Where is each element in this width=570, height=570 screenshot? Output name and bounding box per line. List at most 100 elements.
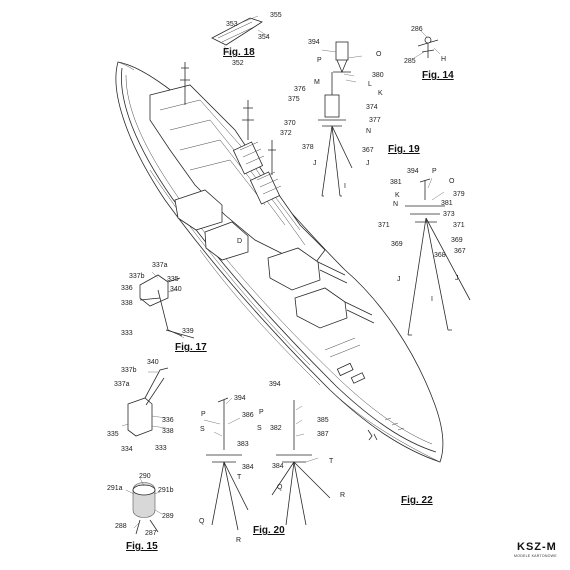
part-label: 380	[372, 72, 384, 79]
part-label: L	[368, 81, 372, 88]
fig18-caption: Fig. 18	[223, 47, 255, 58]
fig20-mast-left	[203, 397, 249, 531]
part-label: 333	[155, 445, 167, 452]
part-label: J	[313, 160, 317, 167]
fig19-caption: Fig. 19	[388, 144, 420, 155]
part-label: 340	[147, 359, 159, 366]
part-label: P	[317, 57, 322, 64]
part-label: 354	[258, 34, 270, 41]
part-label: P	[201, 411, 206, 418]
part-label: 371	[378, 222, 390, 229]
part-label: I	[431, 296, 433, 303]
part-label: 376	[294, 86, 306, 93]
part-label: 375	[288, 96, 300, 103]
part-label: 387	[317, 431, 329, 438]
part-label: N	[393, 201, 399, 208]
part-label: 337b	[129, 273, 145, 280]
part-label: O	[376, 51, 382, 58]
part-label: K	[395, 192, 400, 199]
part-label: 369	[391, 241, 403, 248]
part-label: 394	[407, 168, 419, 175]
part-label: 337b	[121, 367, 137, 374]
part-label: 338	[121, 300, 133, 307]
part-label: 334	[121, 446, 133, 453]
part-label: 353	[226, 21, 238, 28]
fig15-caption: Fig. 15	[126, 541, 158, 552]
part-label: 371	[453, 222, 465, 229]
part-label: J	[397, 276, 401, 283]
part-label: 337a	[152, 262, 168, 269]
part-label: 385	[317, 417, 329, 424]
part-label: 374	[366, 104, 378, 111]
part-label: 368	[434, 252, 446, 259]
part-label: 369	[451, 237, 463, 244]
part-label: 291a	[107, 485, 123, 492]
part-label: 381	[390, 179, 402, 186]
part-label: 336	[121, 285, 133, 292]
part-label: S	[200, 426, 205, 433]
brand-logo: KSZ-M	[517, 541, 557, 553]
part-label: 381	[441, 200, 453, 207]
part-label: Q	[277, 484, 283, 491]
fig19-mast-lower	[405, 177, 471, 336]
part-label: R	[236, 537, 242, 544]
part-label: 367	[362, 147, 374, 154]
part-label: 335	[167, 276, 179, 283]
part-label: 286	[411, 26, 423, 33]
fig15-part	[125, 477, 163, 535]
fig14-part	[413, 29, 441, 59]
fig20-mast-right	[271, 400, 331, 526]
part-label: 340	[170, 286, 182, 293]
part-label: 367	[454, 248, 466, 255]
ship-superstructure	[149, 62, 375, 384]
part-label: 338	[162, 428, 174, 435]
part-label: J	[366, 160, 370, 167]
fig20-caption: Fig. 20	[253, 525, 285, 536]
part-label: 335	[107, 431, 119, 438]
fig17-caption: Fig. 17	[175, 342, 207, 353]
part-label: 378	[302, 144, 314, 151]
part-label: 352	[232, 60, 244, 67]
part-label: T	[237, 474, 242, 481]
part-label: H	[441, 56, 447, 63]
part-label: 384	[242, 464, 254, 471]
part-label: 291b	[158, 487, 174, 494]
fig17-part	[139, 271, 195, 339]
part-label: 372	[280, 130, 292, 137]
fig14-caption: Fig. 14	[422, 70, 454, 81]
fig22-caption: Fig. 22	[401, 495, 433, 506]
part-label: K	[378, 90, 383, 97]
part-label: 386	[242, 412, 254, 419]
part-label: O	[449, 178, 455, 185]
part-label: 377	[369, 117, 381, 124]
part-label: 394	[308, 39, 320, 46]
part-label: T	[329, 458, 334, 465]
part-label: Q	[199, 518, 205, 525]
part-label: 379	[453, 191, 465, 198]
part-label: P	[259, 409, 264, 416]
part-label: 289	[162, 513, 174, 520]
part-label: 333	[121, 330, 133, 337]
fig22-deck-details	[384, 417, 405, 431]
part-label: P	[432, 168, 437, 175]
part-label: R	[340, 492, 346, 499]
fig17b-part	[121, 367, 169, 437]
part-label: 337a	[114, 381, 130, 388]
part-label: J	[455, 275, 459, 282]
part-label: 287	[145, 530, 157, 537]
part-label: 290	[139, 473, 151, 480]
part-label: 339	[182, 328, 194, 335]
part-label: 394	[234, 395, 246, 402]
part-label: I	[344, 183, 346, 190]
part-label: S	[257, 425, 262, 432]
part-label: D	[237, 238, 243, 245]
part-label: 384	[272, 463, 284, 470]
part-label: M	[314, 79, 320, 86]
fig19-mast-upper	[318, 41, 363, 197]
part-label: 288	[115, 523, 127, 530]
brand-tagline: MODELE KARTONOWE	[514, 554, 557, 558]
part-label: 336	[162, 417, 174, 424]
part-label: 285	[404, 58, 416, 65]
